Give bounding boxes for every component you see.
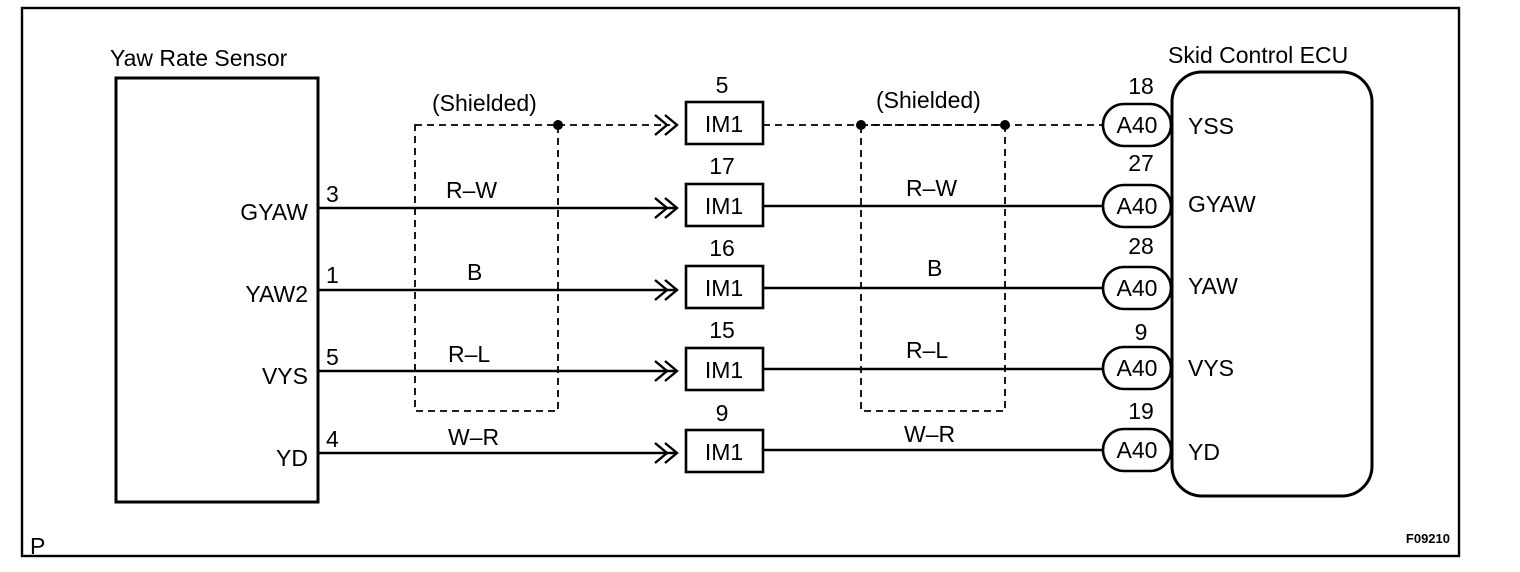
ecu-connector-label-4: A40 xyxy=(1117,355,1158,381)
im1-pin-number-5: 9 xyxy=(716,400,729,426)
shield-box-left xyxy=(414,124,559,412)
ecu-pin-number-2: 27 xyxy=(1128,150,1154,176)
ecu-pin-name-5: YD xyxy=(1188,439,1220,465)
yaw-rate-sensor-box xyxy=(114,76,320,504)
junction-im1-row-2: IM1 17 xyxy=(654,153,765,228)
wire-color-left-3: R–L xyxy=(448,341,490,367)
ecu-pin-name-2: GYAW xyxy=(1188,191,1256,217)
junction-im1-row-4: IM1 15 xyxy=(654,317,765,392)
sensor-title: Yaw Rate Sensor xyxy=(110,45,288,71)
wire-color-left-2: B xyxy=(467,259,482,285)
im1-label-2: IM1 xyxy=(705,193,743,219)
shield-ground-dot-2 xyxy=(856,120,866,130)
ecu-connector-label-1: A40 xyxy=(1117,112,1158,138)
figure-code: F09210 xyxy=(1406,531,1450,546)
shield-label-left: (Shielded) xyxy=(432,90,537,116)
wire-color-right-3: R–L xyxy=(906,337,948,363)
im1-label-5: IM1 xyxy=(705,439,743,465)
ecu-pin-number-1: 18 xyxy=(1128,73,1154,99)
ecu-pin-number-5: 19 xyxy=(1128,398,1154,424)
diagram-frame xyxy=(20,6,1461,558)
ecu-connector-row-3: A40 28 YAW xyxy=(1101,233,1238,311)
ecu-title: Skid Control ECU xyxy=(1168,42,1348,68)
junction-im1-row-5: IM1 9 xyxy=(654,400,765,474)
ecu-connector-label-5: A40 xyxy=(1117,437,1158,463)
sensor-pin-vys-number: 5 xyxy=(326,344,339,370)
sensor-pin-gyaw-number: 3 xyxy=(326,181,339,207)
sensor-pin-yd-name: YD xyxy=(276,445,308,471)
sensor-pin-yd-number: 4 xyxy=(326,426,339,452)
wire-color-right-2: B xyxy=(927,255,942,281)
junction-im1-row-3: IM1 16 xyxy=(654,235,765,310)
sensor-pin-gyaw-name: GYAW xyxy=(240,199,308,225)
ecu-pin-name-1: YSS xyxy=(1188,113,1234,139)
im1-pin-number-1: 5 xyxy=(716,72,729,98)
wire-color-left-4: W–R xyxy=(448,424,499,450)
shield-label-right: (Shielded) xyxy=(876,87,981,113)
im1-label-1: IM1 xyxy=(705,111,743,137)
im1-pin-number-4: 15 xyxy=(709,317,735,343)
ecu-pin-number-4: 9 xyxy=(1135,319,1148,345)
junction-im1-row-1: IM1 5 xyxy=(654,72,765,146)
ecu-connector-row-1: A40 18 YSS xyxy=(1101,73,1234,148)
skid-control-ecu-box xyxy=(1170,70,1374,498)
im1-pin-number-3: 16 xyxy=(709,235,735,261)
shield-ground-dot-1 xyxy=(553,120,563,130)
ecu-pin-number-3: 28 xyxy=(1128,233,1154,259)
shield-ground-dot-3 xyxy=(1000,120,1010,130)
sensor-pin-yaw2-name: YAW2 xyxy=(245,281,308,307)
wire-color-right-1: R–W xyxy=(906,175,957,201)
page-letter: P xyxy=(30,533,45,559)
ecu-connector-label-3: A40 xyxy=(1117,275,1158,301)
sensor-pin-yaw2-number: 1 xyxy=(326,262,339,288)
wire-color-right-4: W–R xyxy=(904,421,955,447)
sensor-pin-vys-name: VYS xyxy=(262,363,308,389)
im1-label-4: IM1 xyxy=(705,357,743,383)
ecu-connector-row-4: A40 9 VYS xyxy=(1101,319,1234,391)
ecu-pin-name-3: YAW xyxy=(1188,273,1238,299)
wire-color-left-1: R–W xyxy=(446,177,497,203)
ecu-connector-label-2: A40 xyxy=(1117,193,1158,219)
ecu-pin-name-4: VYS xyxy=(1188,355,1234,381)
im1-label-3: IM1 xyxy=(705,275,743,301)
ecu-connector-row-2: A40 27 GYAW xyxy=(1101,150,1256,229)
ecu-connector-row-5: A40 19 YD xyxy=(1101,398,1220,473)
im1-pin-number-2: 17 xyxy=(709,153,735,179)
